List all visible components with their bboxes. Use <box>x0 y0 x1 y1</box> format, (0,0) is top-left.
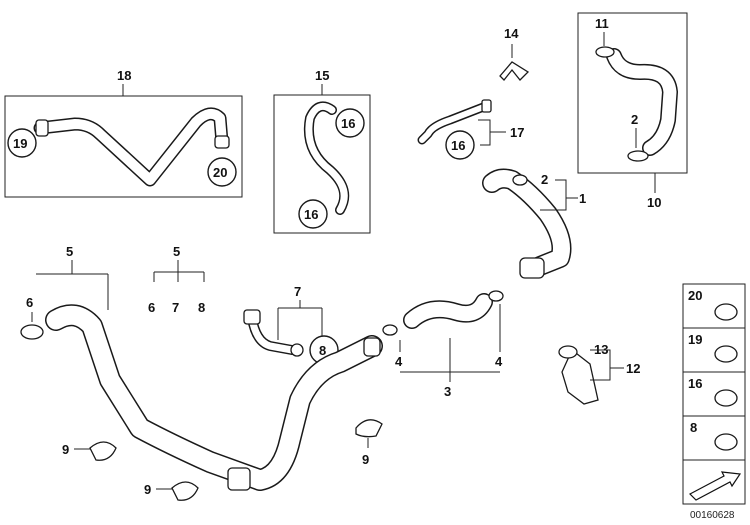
group-5: 5 6 <box>20 244 383 491</box>
callout-17: 17 <box>510 125 524 140</box>
legend-clamp-8 <box>714 433 738 451</box>
callout-18: 18 <box>117 68 131 83</box>
callout-19: 19 <box>13 136 27 151</box>
callout-8-b: 8 <box>198 300 205 315</box>
callout-15: 15 <box>315 68 329 83</box>
group-10: 10 11 2 <box>577 12 688 210</box>
callout-5-a: 5 <box>66 244 73 259</box>
group-9: 9 9 9 <box>62 419 383 501</box>
frame-10 <box>577 12 688 174</box>
callout-9-a: 9 <box>62 442 69 457</box>
callout-20: 20 <box>213 165 227 180</box>
hose-3 <box>403 293 493 329</box>
hose-1 <box>482 168 572 279</box>
callout-14: 14 <box>504 26 519 41</box>
hose-15 <box>304 101 350 215</box>
callout-4-b: 4 <box>495 354 503 369</box>
legend-clamp-20 <box>714 303 738 321</box>
callout-16-b: 16 <box>304 207 318 222</box>
legend-label-16: 16 <box>688 376 702 391</box>
legend-label-20: 20 <box>688 288 702 303</box>
legend-clamp-16 <box>714 389 738 407</box>
group-3: 4 4 3 <box>382 290 504 399</box>
hose-7 <box>243 309 304 357</box>
clamp-9-c <box>355 419 383 438</box>
image-number: 00160628 <box>690 510 735 521</box>
callout-6-b: 6 <box>148 300 155 315</box>
hose-5 <box>45 304 383 491</box>
hose-10 <box>595 46 678 162</box>
callout-9-b: 9 <box>144 482 151 497</box>
callout-12: 12 <box>626 361 640 376</box>
callout-16-a: 16 <box>341 116 355 131</box>
callout-3: 3 <box>444 384 451 399</box>
callout-2-b: 2 <box>631 112 638 127</box>
group-14: 14 <box>499 26 530 81</box>
legend-label-19: 19 <box>688 332 702 347</box>
callout-16-c: 16 <box>451 138 465 153</box>
callout-8-a: 8 <box>319 343 326 358</box>
legend-cell-5 <box>682 459 746 505</box>
callout-9-c: 9 <box>362 452 369 467</box>
clamp-9-b <box>171 481 199 501</box>
callout-11: 11 <box>595 16 609 31</box>
legend-label-8: 8 <box>690 420 697 435</box>
legend: 20 19 16 8 <box>682 283 746 505</box>
group-15: 15 16 16 <box>273 68 371 234</box>
callout-5-b: 5 <box>173 244 180 259</box>
arrow-icon <box>689 471 742 501</box>
group-12: 13 12 <box>558 342 640 405</box>
group-5-options: 5 6 7 8 <box>148 244 205 315</box>
bracket-12 <box>561 348 599 405</box>
callout-2-a: 2 <box>541 172 548 187</box>
callout-6-a: 6 <box>26 295 33 310</box>
callout-10: 10 <box>647 195 661 210</box>
callout-7-a: 7 <box>294 284 301 299</box>
group-7: 7 8 <box>243 284 339 365</box>
hose-18 <box>33 107 230 187</box>
callout-1: 1 <box>579 191 586 206</box>
group-1: 2 1 <box>482 168 586 279</box>
callout-7-b: 7 <box>172 300 179 315</box>
callout-4-a: 4 <box>395 354 403 369</box>
clip-14 <box>499 61 530 81</box>
clamp-9-a <box>89 441 117 461</box>
group-17: 17 16 <box>417 99 524 160</box>
legend-clamp-19 <box>714 345 738 363</box>
group-18: 18 19 20 <box>4 68 243 198</box>
